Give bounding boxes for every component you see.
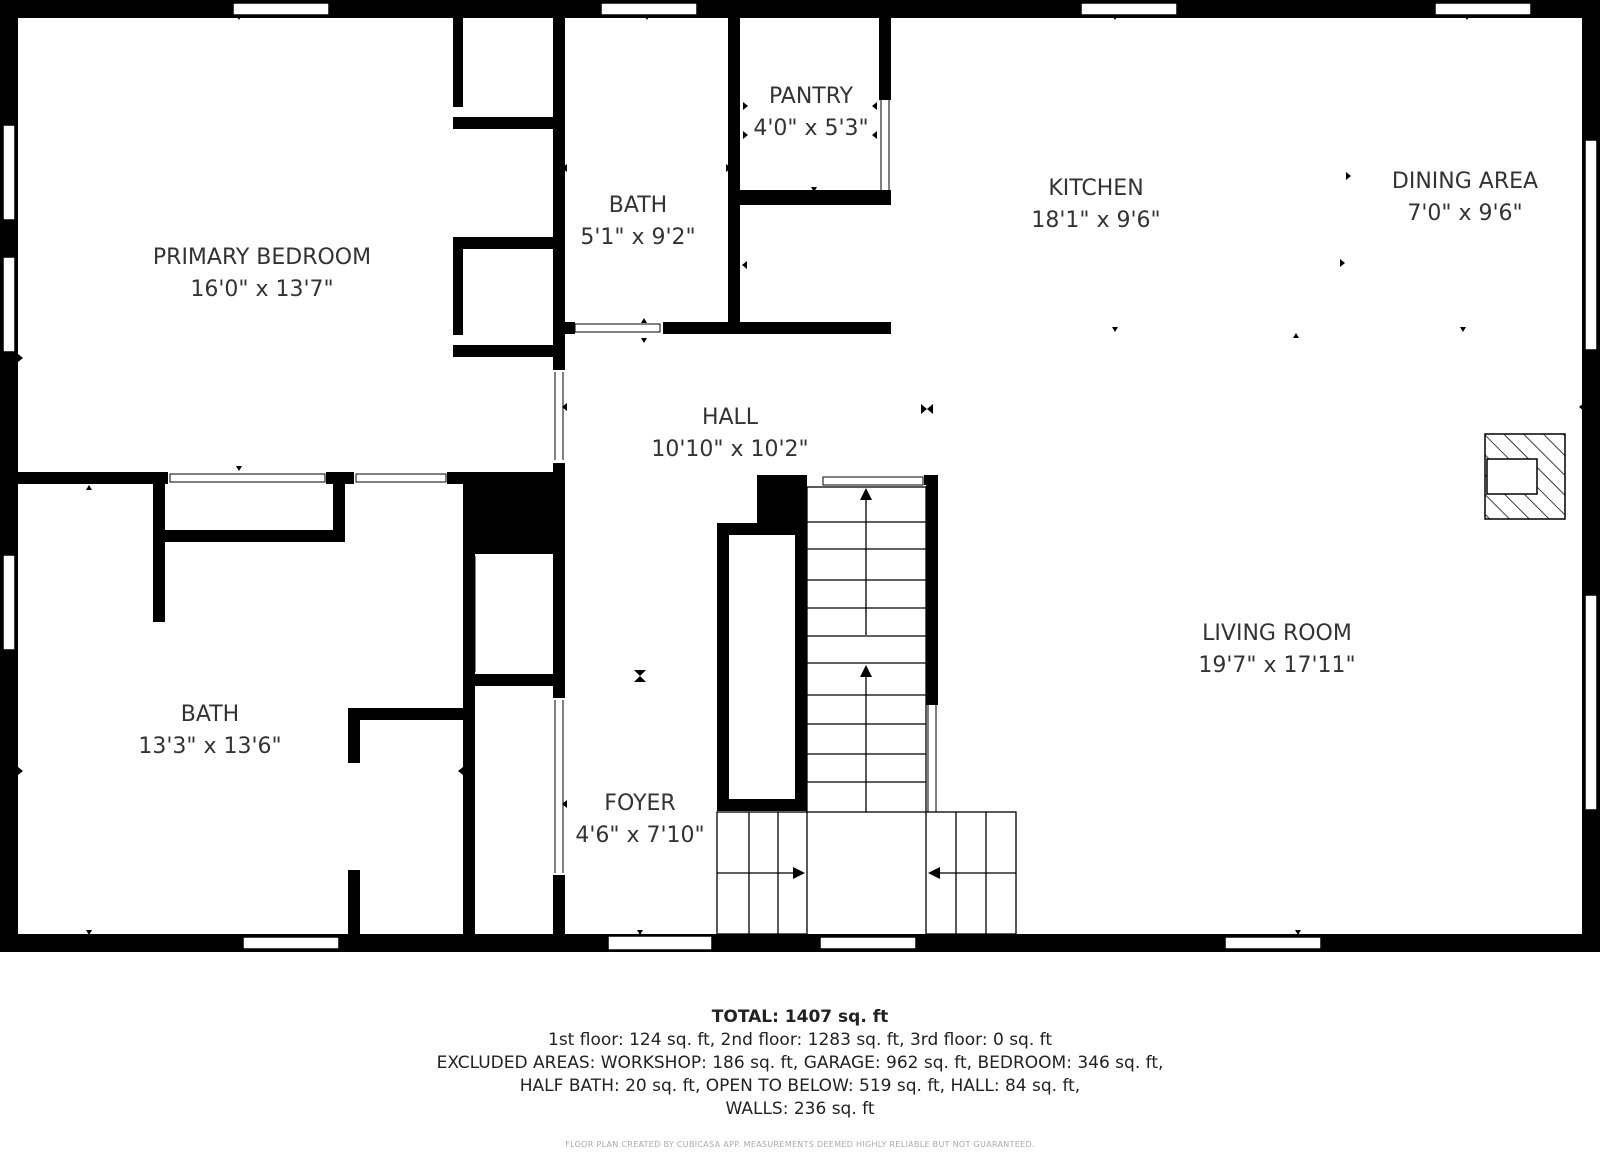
room-name-dining-area: DINING AREA bbox=[1392, 169, 1538, 194]
window bbox=[819, 936, 917, 950]
stair-arrows bbox=[793, 488, 940, 879]
room-dims-pantry: 4'0" x 5'3" bbox=[753, 116, 868, 141]
dimension-markers bbox=[18, 15, 1584, 935]
area-summary: TOTAL: 1407 sq. ft 1st floor: 124 sq. ft… bbox=[0, 1006, 1600, 1121]
excluded-areas-line-2: HALF BATH: 20 sq. ft, OPEN TO BELOW: 519… bbox=[519, 1076, 1081, 1096]
floor-plan: PRIMARY BEDROOM 16'0" x 13'7" BATH 5'1" … bbox=[0, 0, 1600, 952]
room-dims-hall: 10'10" x 10'2" bbox=[651, 437, 808, 462]
room-name-kitchen: KITCHEN bbox=[1048, 176, 1143, 201]
window bbox=[607, 935, 713, 951]
credit-footnote: FLOOR PLAN CREATED BY CUBICASA APP. MEAS… bbox=[565, 1140, 1035, 1149]
floor-breakdown: 1st floor: 124 sq. ft, 2nd floor: 1283 s… bbox=[548, 1030, 1052, 1050]
room-dims-kitchen: 18'1" x 9'6" bbox=[1031, 208, 1160, 233]
room-name-foyer: FOYER bbox=[604, 791, 675, 816]
excluded-areas-line-3: WALLS: 236 sq. ft bbox=[725, 1099, 875, 1119]
window bbox=[1584, 139, 1598, 351]
room-name-bath-lower: BATH bbox=[181, 702, 239, 727]
room-dims-bath-upper: 5'1" x 9'2" bbox=[580, 225, 695, 250]
window bbox=[1434, 2, 1532, 16]
room-name-living-room: LIVING ROOM bbox=[1202, 621, 1352, 646]
window bbox=[2, 256, 16, 353]
room-dims-primary-bedroom: 16'0" x 13'7" bbox=[190, 277, 333, 302]
window bbox=[2, 554, 16, 651]
room-labels: PRIMARY BEDROOM 16'0" x 13'7" BATH 5'1" … bbox=[138, 84, 1538, 848]
room-dims-living-room: 19'7" x 17'11" bbox=[1198, 653, 1355, 678]
room-name-bath-upper: BATH bbox=[609, 193, 667, 218]
window bbox=[232, 2, 330, 16]
window bbox=[1080, 2, 1178, 16]
room-dims-bath-lower: 13'3" x 13'6" bbox=[138, 734, 281, 759]
stairs-icon bbox=[716, 486, 1017, 935]
fireplace-icon bbox=[1484, 433, 1566, 520]
excluded-areas-line-1: EXCLUDED AREAS: WORKSHOP: 186 sq. ft, GA… bbox=[436, 1053, 1164, 1073]
room-name-hall: HALL bbox=[702, 405, 759, 430]
room-dims-foyer: 4'6" x 7'10" bbox=[575, 823, 704, 848]
room-name-pantry: PANTRY bbox=[769, 84, 854, 109]
window bbox=[242, 936, 340, 950]
door-openings bbox=[169, 100, 937, 873]
window bbox=[1224, 936, 1322, 950]
interior-walls bbox=[15, 15, 938, 940]
room-dims-dining-area: 7'0" x 9'6" bbox=[1407, 201, 1522, 226]
window bbox=[1584, 594, 1598, 811]
window bbox=[2, 124, 16, 221]
total-area: TOTAL: 1407 sq. ft bbox=[711, 1007, 889, 1027]
window bbox=[600, 2, 698, 16]
room-name-primary-bedroom: PRIMARY BEDROOM bbox=[153, 245, 371, 270]
